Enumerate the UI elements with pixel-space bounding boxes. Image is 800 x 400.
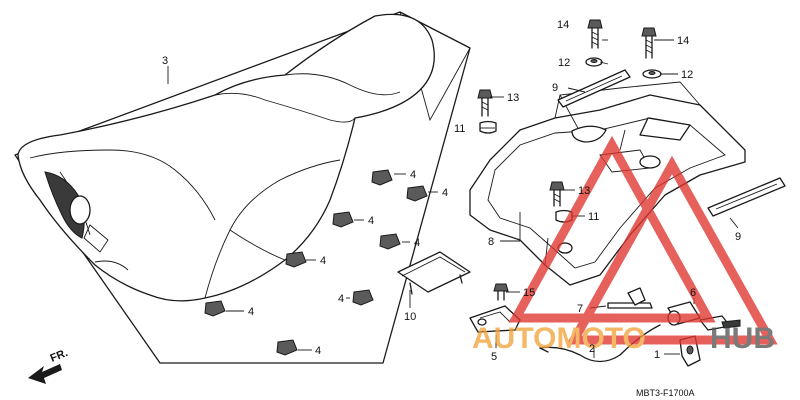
label-3: 3	[162, 55, 168, 67]
label-2: 2	[589, 343, 595, 355]
seat[interactable]	[17, 13, 435, 302]
front-arrow-icon	[28, 364, 62, 384]
label-4-b: 4	[442, 187, 448, 199]
bolt-14-a[interactable]	[587, 19, 603, 49]
nut-4-g[interactable]	[204, 300, 226, 317]
label-4-c: 4	[368, 215, 374, 227]
label-10: 10	[404, 311, 416, 323]
label-11-b: 11	[588, 211, 599, 223]
watermark-text-hub: HUB	[710, 322, 775, 355]
seat-lock-bracket[interactable]	[469, 305, 521, 333]
label-4-d: 4	[414, 237, 420, 249]
watermark-text-automoto: AUTOMOTO	[472, 322, 646, 355]
nut-4-c[interactable]	[332, 211, 354, 228]
nut-4-a[interactable]	[371, 169, 393, 186]
nut-4-e[interactable]	[285, 251, 307, 268]
label-6: 6	[690, 287, 696, 299]
collar-11-a[interactable]	[479, 120, 497, 134]
front-direction-indicator: FR.	[28, 347, 70, 384]
bolt-14-b[interactable]	[641, 27, 657, 59]
label-13-a: 13	[507, 92, 519, 104]
label-13-b: 13	[578, 185, 590, 197]
front-label: FR.	[49, 347, 70, 365]
label-9-b: 9	[735, 231, 741, 243]
label-9-a: 9	[552, 82, 558, 94]
label-11-a: 11	[454, 123, 465, 135]
label-14-a: 14	[557, 19, 569, 31]
label-12-a: 12	[558, 57, 570, 69]
nut-4-d[interactable]	[379, 233, 401, 250]
watermark-logo: AUTOMOTO HUB	[472, 135, 778, 355]
label-4-f: 4	[338, 293, 344, 305]
washer-12-b[interactable]	[642, 69, 662, 79]
rubber-strip-9-b[interactable]	[707, 177, 786, 217]
label-4-h: 4	[315, 345, 321, 357]
label-8: 8	[488, 236, 494, 248]
washer-12-a[interactable]	[585, 57, 603, 67]
label-7: 7	[577, 303, 583, 315]
bolt-15[interactable]	[493, 283, 509, 301]
part-labels: 3 4 4 4 4 4 4 4 4 9 9 8 10 11 11 12 12 1…	[162, 19, 741, 363]
rear-carrier[interactable]	[469, 81, 746, 286]
label-4-a: 4	[410, 169, 416, 181]
leader-lines	[167, 39, 739, 358]
bolt-13-a[interactable]	[477, 89, 493, 117]
diagram-code: MBT3-F1700A	[636, 388, 695, 398]
seat-group-outline	[14, 11, 471, 364]
label-5: 5	[491, 351, 497, 363]
label-14-b: 14	[677, 35, 689, 47]
seat-hook[interactable]	[607, 287, 653, 309]
nut-4-f[interactable]	[352, 289, 374, 306]
rubber-strip-9-a[interactable]	[557, 69, 631, 108]
nut-4-h[interactable]	[276, 339, 298, 356]
label-1: 1	[654, 349, 660, 361]
nut-4-b[interactable]	[406, 185, 428, 202]
label-15: 15	[523, 287, 535, 299]
label-4-g: 4	[248, 306, 254, 318]
label-12-b: 12	[681, 69, 693, 81]
label-4-e: 4	[320, 255, 326, 267]
seat-bracket[interactable]	[397, 251, 471, 295]
